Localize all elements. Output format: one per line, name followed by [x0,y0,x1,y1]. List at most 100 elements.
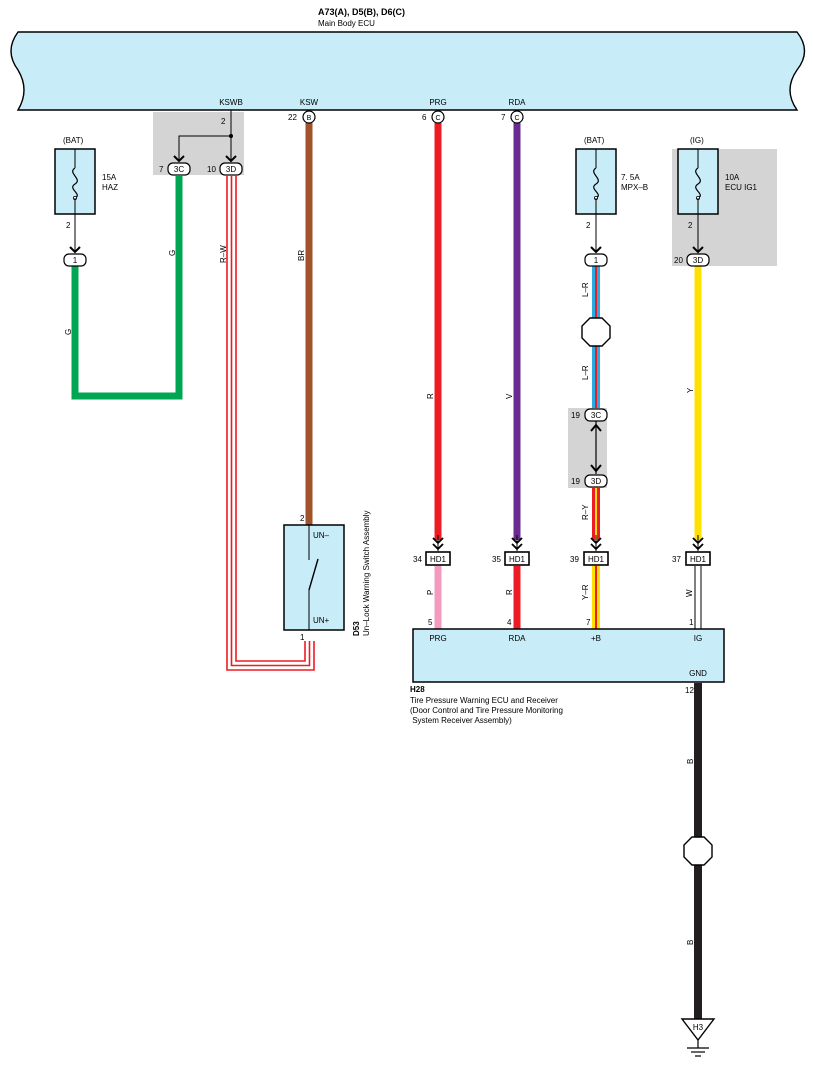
junction-b-conn: 3D [591,477,601,486]
junction-b-connector [584,474,608,488]
wire-label-lr1: L–R [581,282,590,297]
wire-label-r: R [426,393,435,399]
wire-label-b2: B [686,940,695,945]
pin-7-label: 7 [159,165,164,174]
kswb-pin: 2 [221,117,226,126]
hd1-pin-35: 35 [492,555,501,564]
wire-r-w [226,176,315,671]
fuse-mpxb-source: (BAT) [584,136,605,145]
receiver-terminal-rda: RDA [509,634,527,643]
fuse-mpxb-rating: 7. 5A [621,173,640,182]
pin-22-label: 22 [288,113,297,122]
hd1-pin-37: 37 [672,555,681,564]
connector-b-label: B [307,115,312,122]
hd1-label: HD1 [690,555,707,564]
fuse-icon [72,167,78,199]
junction-haz-connector [63,253,87,267]
junction-haz-pin: 1 [73,256,78,265]
receiver-pin-5: 5 [428,618,433,627]
fuse-mpxb-name: MPX–B [621,183,648,192]
receiver-terminal-b: +B [591,634,601,643]
hd1-prg: 34 HD1 [413,535,451,566]
fuse-haz-name: HAZ [102,183,118,192]
receiver-terminal-ig: IG [694,634,702,643]
junction-ig-conn: 3D [693,256,703,265]
chevron-down-icon [590,246,602,254]
hd1-ig: 37 HD1 [672,535,711,566]
connector-c-prg [431,110,445,124]
main-body-ecu-box [10,31,806,111]
fuse-icon [593,167,599,199]
fuse-ig-pin: 2 [688,221,693,230]
kswb-branch [178,135,231,160]
switch-un-plus: UN+ [313,616,330,625]
chevron-down-icon [173,155,237,163]
wire-g [71,176,183,400]
wire-label-y: Y [686,387,695,393]
wire-label-b1: B [686,759,695,764]
kswb-splice-dot [229,134,233,138]
connector-c-rda-label: C [514,115,519,122]
wire-label-r2: R [505,589,514,595]
ground-h3-label: H3 [693,1023,704,1032]
connector-3d-label: 3D [226,165,236,174]
ground-h3-symbol [680,1018,716,1042]
fuse-icon [695,167,701,199]
receiver-terminal-prg: PRG [429,634,446,643]
fuse-haz-rating: 15A [102,173,117,182]
receiver-terminal-gnd: GND [689,669,707,678]
splice-octagon-lr [581,317,611,347]
junction-ig-connector [686,253,710,267]
terminal-ksw-label: KSW [300,98,319,107]
receiver-id: H28 [410,685,425,694]
wire-label-rw: R–W [219,245,228,263]
terminal-rda-label: RDA [509,98,527,107]
switch-d53-box [283,524,345,631]
fuse-ig-name: ECU IG1 [725,183,758,192]
switch-id: D53 [352,621,361,636]
hd1-pin-39: 39 [570,555,579,564]
chevron-down-icon [69,246,81,254]
ground-icon [687,1040,709,1057]
hd1-b: 39 HD1 [570,535,609,566]
hd1-label: HD1 [509,555,526,564]
wire-label-lr2: L–R [581,365,590,380]
connector-3c [167,162,191,176]
connector-c-prg-label: C [435,115,440,122]
switch-pin-top: 2 [300,514,305,523]
pin-10-label: 10 [207,165,216,174]
hd1-label: HD1 [430,555,447,564]
wire-label-g1: G [168,250,177,256]
junction-mpxb-pin: 1 [594,256,599,265]
receiver-pin-1: 1 [689,618,694,627]
junction-b-pin: 19 [571,477,580,486]
receiver-h28-box [412,628,725,683]
switch-pin-bottom: 1 [300,633,305,642]
wire-label-ry: R–Y [581,504,590,520]
connector-b [302,110,316,124]
wire-w [694,566,702,629]
chevron-down-icon [692,246,704,254]
fuse-ig-source: (IG) [690,136,704,145]
junction-a-conn: 3C [591,411,601,420]
junction-mpxb-connector [584,253,608,267]
terminal-kswb-label: KSWB [219,98,243,107]
connector-c-rda [510,110,524,124]
wire-label-p: P [426,590,435,595]
hd1-pin-34: 34 [413,555,422,564]
ecu-connector-ids: A73(A), D5(B), D6(C) [318,7,405,17]
receiver-name-1: Tire Pressure Warning ECU and Receiver [410,696,558,705]
fuse-haz-pin: 2 [66,221,71,230]
chevron-down-icon [590,464,602,473]
receiver-name-3: System Receiver Assembly) [410,716,512,725]
hd1-rda: 35 HD1 [492,535,530,566]
junction-a-pin: 19 [571,411,580,420]
junction-ig-pin: 20 [674,256,683,265]
hd1-label: HD1 [588,555,605,564]
chevron-up-icon [590,423,602,432]
receiver-pin-7: 7 [586,618,591,627]
receiver-name-2: (Door Control and Tire Pressure Monitori… [410,706,563,715]
connector-3c-label: 3C [174,165,184,174]
ecu-name: Main Body ECU [318,19,375,28]
